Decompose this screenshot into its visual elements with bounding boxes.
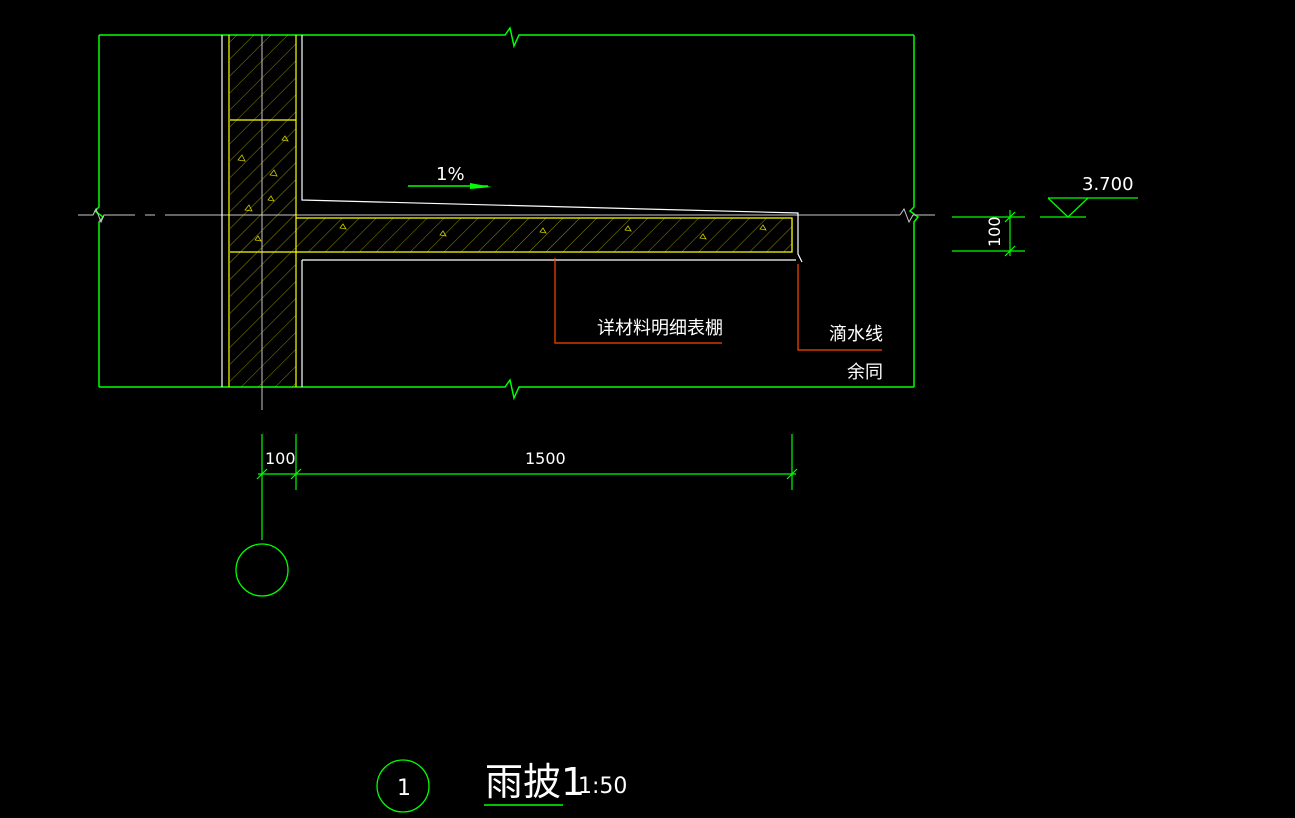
elevation-value: 3.700 <box>1082 174 1134 195</box>
detail-number-circle <box>376 759 430 813</box>
frame-bottom-line <box>99 378 914 401</box>
thickness-dimension-value: 100 <box>985 216 1004 247</box>
axis-bubble <box>235 543 289 597</box>
material-note: 详材料明细表棚 <box>597 318 723 339</box>
detail-number: 1 <box>397 776 411 801</box>
material-leader: 详材料明细表棚 <box>554 258 723 344</box>
drawing-title: 雨披1 <box>485 760 585 804</box>
slab-hatch-fill <box>296 218 792 252</box>
same-note: 余同 <box>847 362 883 383</box>
horizontal-dimensions <box>256 434 798 540</box>
frame-left-line <box>93 35 105 387</box>
slab-finish-top-surface <box>301 195 803 263</box>
title-block: 1 雨披1 1:50 <box>376 759 627 813</box>
thickness-dimension <box>952 210 1025 257</box>
wall-hatch-fill <box>230 35 296 387</box>
drawing-scale: 1:50 <box>578 774 627 799</box>
slope-arrow-head <box>470 183 492 189</box>
slope-label: 1% <box>436 164 465 185</box>
canopy-slab <box>296 195 803 263</box>
slab-concrete-outline <box>296 217 793 253</box>
drip-leader: 滴水线 余同 <box>797 264 883 383</box>
wall-column <box>221 35 303 410</box>
wall-width-dimension: 100 <box>265 449 296 468</box>
frame-top-line <box>99 26 914 49</box>
elevation-triangle <box>1047 197 1089 218</box>
slope-indicator: 1% <box>408 164 492 189</box>
elevation-marker: 3.700 <box>1040 174 1138 218</box>
frame-right-line <box>908 35 920 387</box>
break-frame <box>93 26 920 401</box>
span-dimension: 1500 <box>525 449 566 468</box>
drip-note: 滴水线 <box>829 324 883 345</box>
